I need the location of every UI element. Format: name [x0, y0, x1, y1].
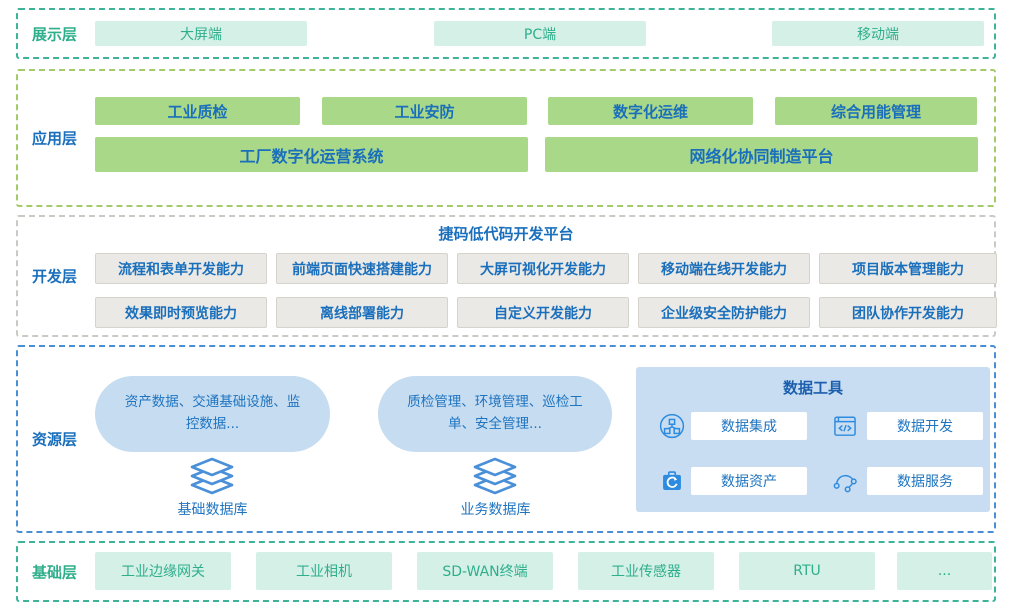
development-capability: 团队协作开发能力: [819, 297, 997, 328]
data-service-icon: [831, 467, 859, 495]
foundation-item-more: ...: [897, 552, 992, 590]
data-tools-title: 数据工具: [782, 379, 843, 397]
layer-foundation: 基础层 工业边缘网关 工业相机 SD-WAN终端 工业传感器 RTU ...: [16, 541, 996, 602]
layers-database-icon: [469, 455, 521, 501]
development-capability: 移动端在线开发能力: [638, 253, 810, 284]
presentation-item-mobile: 移动端: [772, 21, 984, 46]
data-tools-panel: 数据工具 数据集成 数据: [636, 367, 990, 512]
layer-presentation: 展示层 大屏端 PC端 移动端: [16, 8, 996, 59]
development-capability: 项目版本管理能力: [819, 253, 997, 284]
development-capability: 大屏可视化开发能力: [457, 253, 629, 284]
presentation-layer-label: 展示层: [32, 25, 78, 43]
layer-resource: 资源层 资产数据、交通基础设施、监控数据... 质检管理、环境管理、巡检工单、安…: [16, 345, 996, 533]
data-development-item: 数据开发: [867, 412, 983, 440]
layer-development: 开发层 捷码低代码开发平台 流程和表单开发能力 前端页面快速搭建能力 大屏可视化…: [16, 215, 997, 337]
foundation-item-edge-gateway: 工业边缘网关: [95, 552, 231, 590]
data-asset-icon: [658, 467, 686, 495]
foundation-layer-label: 基础层: [32, 563, 78, 581]
business-data-cloud: 质检管理、环境管理、巡检工单、安全管理...: [378, 376, 612, 452]
application-platform-factory: 工厂数字化运营系统: [95, 137, 528, 172]
development-capability: 流程和表单开发能力: [95, 253, 267, 284]
data-development-icon: [831, 412, 859, 440]
development-capability: 自定义开发能力: [457, 297, 629, 328]
base-database-label: 基础数据库: [177, 502, 248, 518]
application-item: 综合用能管理: [775, 97, 977, 125]
foundation-item-sdwan: SD-WAN终端: [417, 552, 553, 590]
application-item: 工业安防: [322, 97, 527, 125]
data-asset-item: 数据资产: [691, 467, 807, 495]
development-capability: 企业级安全防护能力: [638, 297, 810, 328]
layer-application: 应用层 工业质检 工业安防 数字化运维 综合用能管理 工厂数字化运营系统 网络化…: [16, 69, 996, 207]
presentation-item-pc: PC端: [434, 21, 646, 46]
base-data-cloud: 资产数据、交通基础设施、监控数据...: [95, 376, 330, 452]
foundation-item-rtu: RTU: [739, 552, 875, 590]
presentation-item-large-screen: 大屏端: [95, 21, 307, 46]
data-integration-icon: [658, 412, 686, 440]
base-data-cloud-text: 资产数据、交通基础设施、监控数据...: [124, 394, 301, 432]
application-layer-label: 应用层: [32, 129, 78, 148]
foundation-item-sensor: 工业传感器: [578, 552, 714, 590]
development-layer-label: 开发层: [32, 267, 78, 286]
resource-layer-label: 资源层: [32, 430, 78, 449]
data-integration-item: 数据集成: [691, 412, 807, 440]
business-database-label: 业务数据库: [460, 502, 531, 518]
foundation-item-camera: 工业相机: [256, 552, 392, 590]
data-service-item: 数据服务: [867, 467, 983, 495]
development-capability: 效果即时预览能力: [95, 297, 267, 328]
layers-database-icon: [186, 455, 238, 501]
business-data-cloud-text: 质检管理、环境管理、巡检工单、安全管理...: [407, 394, 583, 432]
development-capability: 离线部署能力: [276, 297, 448, 328]
application-platform-network: 网络化协同制造平台: [545, 137, 978, 172]
application-item: 数字化运维: [548, 97, 753, 125]
lowcode-platform-title: 捷码低代码开发平台: [438, 225, 574, 243]
application-item: 工业质检: [95, 97, 300, 125]
development-capability: 前端页面快速搭建能力: [276, 253, 448, 284]
